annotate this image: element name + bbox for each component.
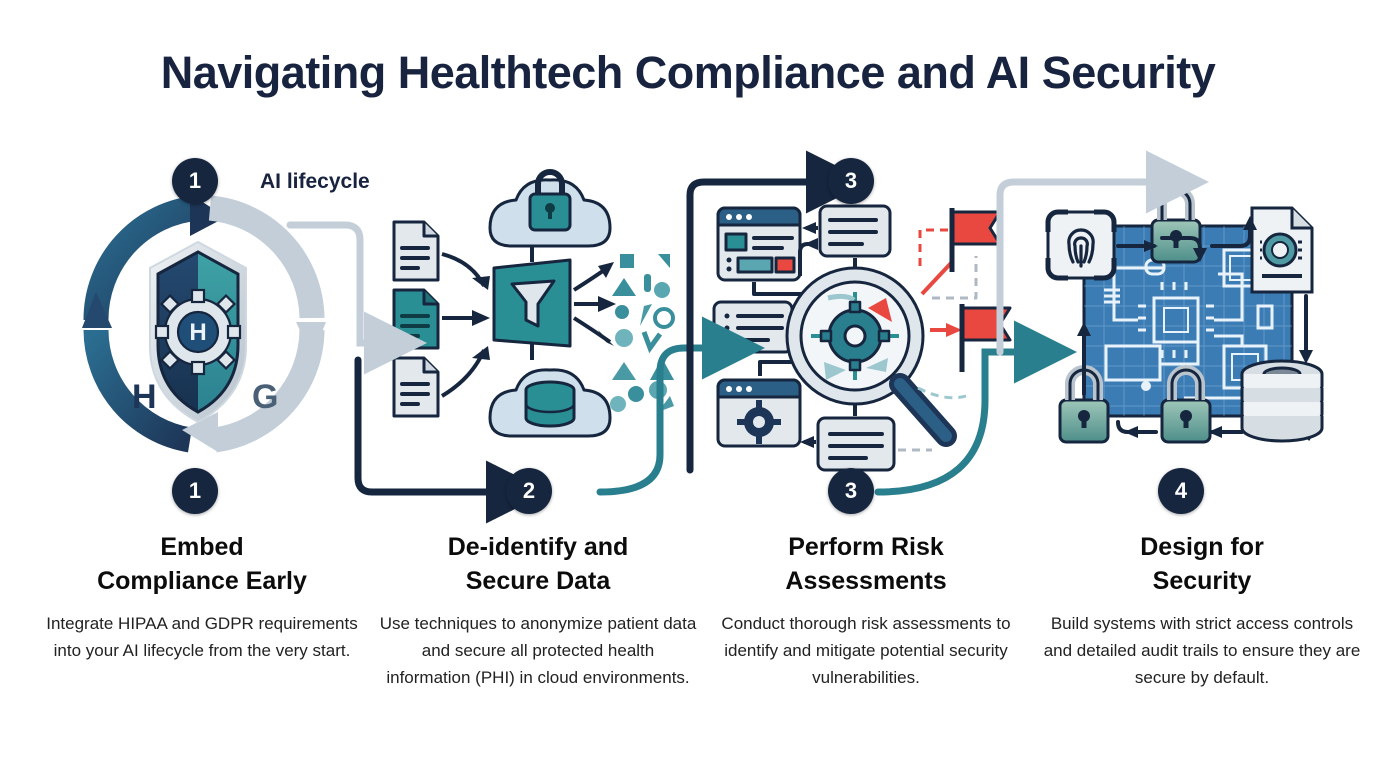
lock-icon <box>1150 185 1202 264</box>
step-1-description: Integrate HIPAA and GDPR requirements in… <box>46 614 358 660</box>
document-icon <box>392 288 440 350</box>
ai-lifecycle-label: AI lifecycle <box>260 170 370 193</box>
step-1-illustration: H H G <box>50 150 370 510</box>
shield-left-letter: H <box>132 378 157 416</box>
settings-window-icon <box>716 378 802 448</box>
step-4-description: Build systems with strict access control… <box>1043 614 1361 687</box>
step-badge-2[interactable]: 2 <box>506 468 552 514</box>
step-3-heading-line2: Assessments <box>785 567 947 595</box>
step-4-heading-line2: Security <box>1152 567 1252 595</box>
document-card-icon <box>816 416 896 472</box>
step-2-heading: De-identify and Secure Data <box>378 530 698 598</box>
red-flag-icon <box>959 304 1012 372</box>
step-3-heading-line1: Perform Risk <box>788 533 944 561</box>
gear-icon: H <box>154 288 242 376</box>
funnel-icon <box>492 258 572 348</box>
step-3-description: Conduct thorough risk assessments to ide… <box>721 614 1011 687</box>
step-4-text: Design for Security Build systems with s… <box>1042 530 1362 691</box>
document-icon <box>392 356 440 418</box>
step-3-text: Perform Risk Assessments Conduct thoroug… <box>706 530 1026 691</box>
secure-architecture-blueprint-icon <box>1045 185 1324 444</box>
step-4-heading-line1: Design for <box>1140 533 1264 561</box>
step-badge-3-bottom[interactable]: 3 <box>828 468 874 514</box>
step-2-heading-line2: Secure Data <box>465 567 611 595</box>
audit-document-icon <box>1250 206 1314 294</box>
step-2-heading-line1: De-identify and <box>447 533 629 561</box>
data-anonymization-funnel-icon <box>392 169 675 438</box>
step-3-heading: Perform Risk Assessments <box>706 530 1026 598</box>
lock-icon <box>1160 365 1212 444</box>
step-1-heading: Embed Compliance Early <box>42 530 362 598</box>
step-1-heading-line2: Compliance Early <box>97 567 307 595</box>
step-badge-1-bottom[interactable]: 1 <box>172 468 218 514</box>
red-flag-icon <box>949 208 1002 272</box>
data-stack-icon <box>1240 359 1324 443</box>
cloud-database-icon <box>488 368 612 438</box>
step-2-illustration <box>372 150 692 510</box>
cloud-lock-icon <box>488 169 612 248</box>
anonymized-shapes-icon <box>610 254 675 412</box>
shield-right-letter: G <box>252 378 278 416</box>
step-2-text: De-identify and Secure Data Use techniqu… <box>378 530 698 691</box>
step-1-heading-line1: Embed <box>160 533 244 561</box>
browser-window-icon <box>716 206 802 282</box>
document-icon <box>392 220 440 282</box>
fingerprint-icon <box>1045 209 1117 281</box>
step-3-illustration <box>700 150 1020 510</box>
step-badge-1-top[interactable]: 1 <box>172 158 218 204</box>
step-4-illustration <box>1036 150 1356 510</box>
step-4-heading: Design for Security <box>1042 530 1362 598</box>
compliance-shield-cycle-icon: H H G <box>82 194 326 453</box>
document-card-icon <box>818 204 892 258</box>
step-badge-3-top[interactable]: 3 <box>828 158 874 204</box>
shield-gear-letter: H <box>189 319 206 346</box>
page-title: Navigating Healthtech Compliance and AI … <box>160 47 1216 98</box>
step-2-description: Use techniques to anonymize patient data… <box>379 614 697 687</box>
step-1-text: Embed Compliance Early Integrate HIPAA a… <box>42 530 362 664</box>
list-card-icon <box>712 300 794 354</box>
step-badge-4[interactable]: 4 <box>1158 468 1204 514</box>
